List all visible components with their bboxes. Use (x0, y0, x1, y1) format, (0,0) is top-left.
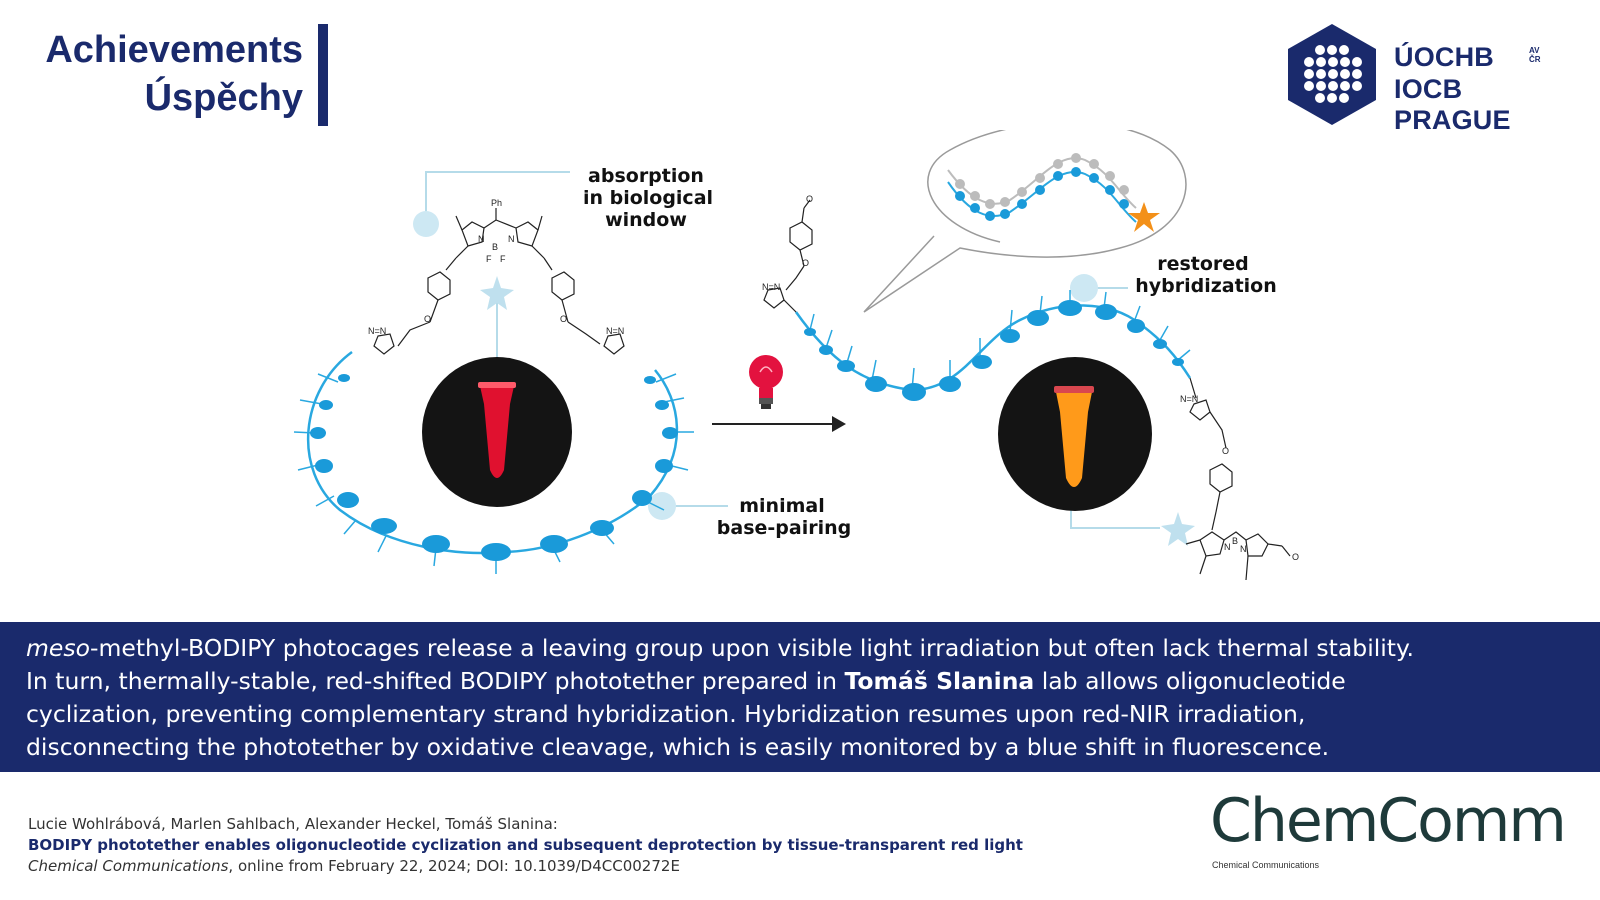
description-text: meso-methyl-BODIPY photocages release a … (26, 632, 1576, 764)
cyclic-oligonucleotide (293, 350, 694, 574)
logo-text-uochb: ÚOCHB (1394, 42, 1494, 72)
label-restored-line1: restored (1157, 253, 1249, 275)
description-meso: meso (26, 634, 90, 662)
label-minimal-base-pairing: minimal base-pairing (717, 495, 851, 539)
cleaved-fragment-left (763, 199, 813, 313)
hybridized-duplex-callout (863, 130, 1187, 313)
star-icon (1161, 512, 1195, 546)
label-absorption-line3: window (605, 209, 687, 231)
logo-av: AV (1529, 46, 1540, 55)
description-line-2c: lab allows oligonucleotide (1034, 667, 1346, 695)
label-restored-hybridization: restored hybridization (1135, 253, 1277, 297)
bodipy-labels: Ph N B N F F O O N=N N=N (368, 198, 624, 336)
chemcomm-logo: ChemComm (1210, 786, 1567, 856)
chem-label-o: O (802, 258, 809, 268)
annotation-dot (1070, 274, 1098, 302)
description-line-1-text: -methyl-BODIPY photocages release a leav… (89, 634, 1415, 662)
bodipy-structure (373, 208, 625, 355)
title-divider-bar (318, 24, 328, 126)
chem-label-o: O (424, 314, 431, 324)
chem-label-n: N (478, 234, 485, 244)
label-restored-line2: hybridization (1135, 275, 1277, 297)
chem-label-b: B (1232, 536, 1238, 546)
description-line-1: meso-methyl-BODIPY photocages release a … (26, 632, 1576, 665)
description-line-2: In turn, thermally-stable, red-shifted B… (26, 665, 1576, 698)
logo-text-iocb-prague: IOCB PRAGUE (1394, 74, 1511, 135)
red-light-bulb-icon (749, 355, 783, 409)
label-absorption: absorption in biological window (583, 165, 713, 231)
chem-label-triazole: N=N (368, 326, 386, 336)
label-absorption-line1: absorption (588, 165, 704, 187)
chem-label-b: B (492, 242, 498, 252)
chem-label-n: N (1224, 542, 1231, 552)
fluorescence-photo-orange (998, 357, 1152, 511)
chem-label-o: O (560, 314, 567, 324)
chem-label-ph: Ph (491, 198, 502, 208)
title-english: Achievements (45, 29, 303, 71)
description-lab-head: Tomáš Slanina (844, 667, 1035, 695)
description-band (0, 622, 1600, 772)
star-icon (480, 276, 514, 310)
description-line-2a: In turn, thermally-stable, red-shifted B… (26, 667, 845, 695)
citation-title: BODIPY phototether enables oligonucleoti… (28, 836, 1023, 854)
label-minimal-line1: minimal (739, 495, 824, 517)
cleaved-fragment-labels: N=N O O O N=N N B N O (762, 194, 1299, 562)
chem-label-triazole: N=N (762, 282, 780, 292)
cleaved-fragment-right (1185, 377, 1291, 581)
logo-avcr: AV ČR (1529, 46, 1541, 64)
annotation-leaders (425, 171, 1160, 529)
citation-journal-name: Chemical Communications (28, 857, 229, 875)
label-absorption-line2: in biological (583, 187, 713, 209)
chem-label-f: F (500, 254, 506, 264)
chem-label-o: O (1292, 552, 1299, 562)
description-line-4: disconnecting the phototether by oxidati… (26, 733, 1330, 761)
chem-label-o: O (806, 194, 813, 204)
chem-label-n: N (1240, 544, 1247, 554)
linear-oligonucleotide (794, 290, 1192, 401)
citation-journal: Chemical Communications, online from Feb… (28, 856, 1023, 877)
fluorescence-photo-red (422, 357, 572, 507)
iocb-hexagon-dots-icon (1288, 24, 1376, 125)
citation-authors: Lucie Wohlrábová, Marlen Sahlbach, Alexa… (28, 815, 558, 833)
citation-date-doi: , online from February 22, 2024; DOI: 10… (228, 857, 680, 875)
star-icon (1128, 202, 1160, 232)
annotation-dot (648, 492, 676, 520)
iocb-logo: ÚOCHB AV ČR IOCB PRAGUE (1282, 22, 1582, 135)
reaction-diagram: Ph N B N F F O O N=N N=N (293, 130, 1299, 581)
chem-label-triazole: N=N (1180, 394, 1198, 404)
chem-label-n: N (508, 234, 515, 244)
annotation-dot (413, 211, 439, 237)
chem-label-f: F (486, 254, 492, 264)
label-minimal-line2: base-pairing (717, 517, 851, 539)
chem-label-o: O (1222, 446, 1229, 456)
reaction-arrow-icon (712, 416, 846, 432)
logo-cr: ČR (1529, 55, 1541, 64)
description-line-3: cyclization, preventing complementary st… (26, 700, 1306, 728)
chemcomm-subtitle: Chemical Communications (1212, 860, 1320, 870)
chem-label-triazole: N=N (606, 326, 624, 336)
page-title: Achievements Úspěchy (28, 26, 303, 122)
title-czech: Úspěchy (144, 77, 303, 119)
citation: Lucie Wohlrábová, Marlen Sahlbach, Alexa… (28, 814, 1023, 877)
